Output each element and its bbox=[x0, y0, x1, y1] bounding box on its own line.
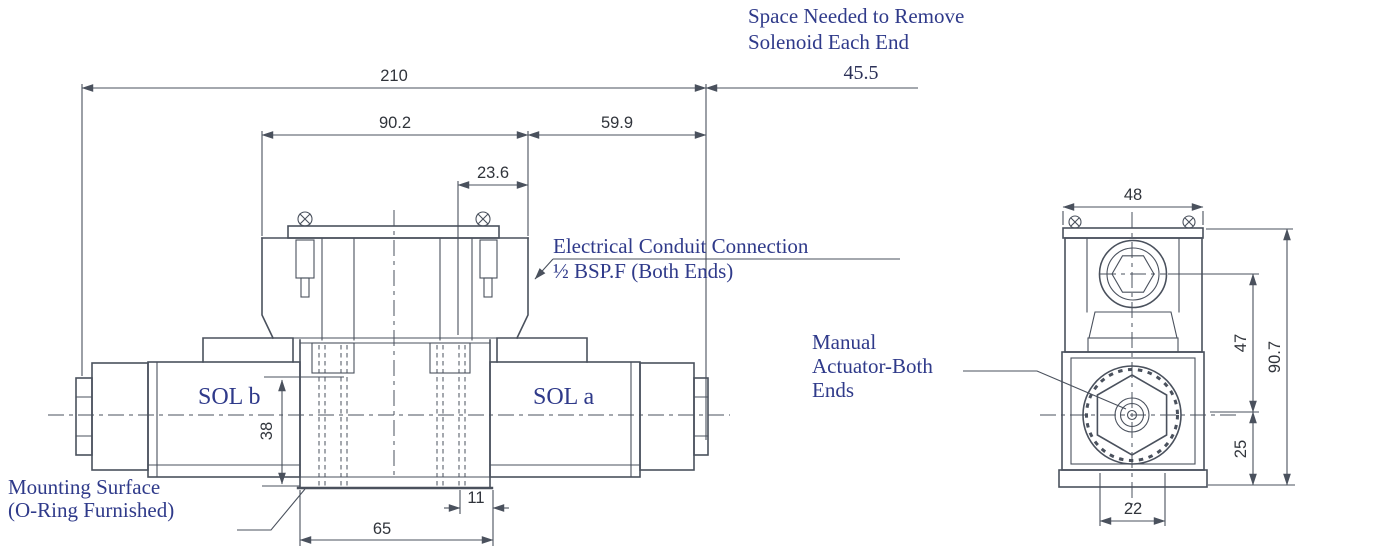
dim-25: 25 bbox=[1232, 440, 1250, 458]
knob-hex bbox=[1096, 374, 1168, 456]
dim-48: 48 bbox=[1124, 186, 1142, 204]
space-needed-label-1: Space Needed to Remove bbox=[748, 4, 964, 28]
conduit-housing bbox=[202, 211, 588, 341]
manual-actuator-knob-right bbox=[639, 362, 695, 471]
dim-90-2: 90.2 bbox=[379, 114, 411, 132]
side-valve-body bbox=[1058, 351, 1208, 488]
mounting-label-1: Mounting Surface bbox=[8, 475, 160, 499]
dim-11: 11 bbox=[467, 489, 484, 507]
dim-47: 47 bbox=[1232, 334, 1250, 352]
space-needed-label-2: Solenoid Each End bbox=[748, 30, 909, 54]
mounting-leader bbox=[237, 488, 306, 531]
side-conduit-housing bbox=[1062, 215, 1204, 353]
conduit-leader bbox=[534, 258, 554, 280]
conduit-label-1: Electrical Conduit Connection bbox=[553, 234, 809, 258]
dim-210: 210 bbox=[380, 67, 408, 85]
manual-actuator-label-3: Ends bbox=[812, 378, 854, 402]
manual-actuator-pin bbox=[1126, 409, 1138, 421]
screw-icon bbox=[1182, 215, 1196, 229]
dim-45-5: 45.5 bbox=[844, 62, 879, 84]
dim-59-9: 59.9 bbox=[601, 114, 633, 132]
dim-38: 38 bbox=[258, 422, 276, 440]
screw-icon bbox=[297, 211, 313, 227]
screw-icon bbox=[1068, 215, 1082, 229]
sol-b-label: SOL b bbox=[198, 384, 260, 410]
sol-a-label: SOL a bbox=[533, 384, 594, 410]
conduit-port-circle bbox=[1098, 239, 1168, 309]
side-view bbox=[1058, 215, 1208, 488]
valve-body-center bbox=[296, 339, 494, 490]
conduit-hex bbox=[1111, 255, 1155, 293]
manual-actuator-label-2: Actuator-Both bbox=[812, 354, 933, 378]
dim-22: 22 bbox=[1124, 500, 1142, 518]
cover-plate bbox=[287, 225, 500, 239]
manual-actuator-knob-left bbox=[91, 362, 149, 471]
front-view: SOL b SOL a bbox=[75, 211, 709, 490]
annotations: Space Needed to Remove Solenoid Each End… bbox=[8, 4, 1127, 531]
screw-icon bbox=[475, 211, 491, 227]
side-cover-plate bbox=[1062, 227, 1204, 239]
end-cap-left bbox=[75, 377, 93, 456]
manual-actuator-label-1: Manual bbox=[812, 330, 876, 354]
centerlines bbox=[48, 210, 1240, 505]
dim-90-7: 90.7 bbox=[1266, 341, 1284, 373]
dim-23-6: 23.6 bbox=[477, 164, 509, 182]
dim-65: 65 bbox=[373, 520, 391, 538]
mounting-label-2: (O-Ring Furnished) bbox=[8, 498, 174, 522]
side-knurled-knob bbox=[1082, 365, 1182, 465]
manual-actuator-leader bbox=[963, 370, 1127, 410]
conduit-label-2: ½ BSP.F (Both Ends) bbox=[553, 259, 733, 283]
dimensions: 210 90.2 59.9 23.6 45.5 38 65 11 48 47 9… bbox=[81, 62, 1295, 546]
